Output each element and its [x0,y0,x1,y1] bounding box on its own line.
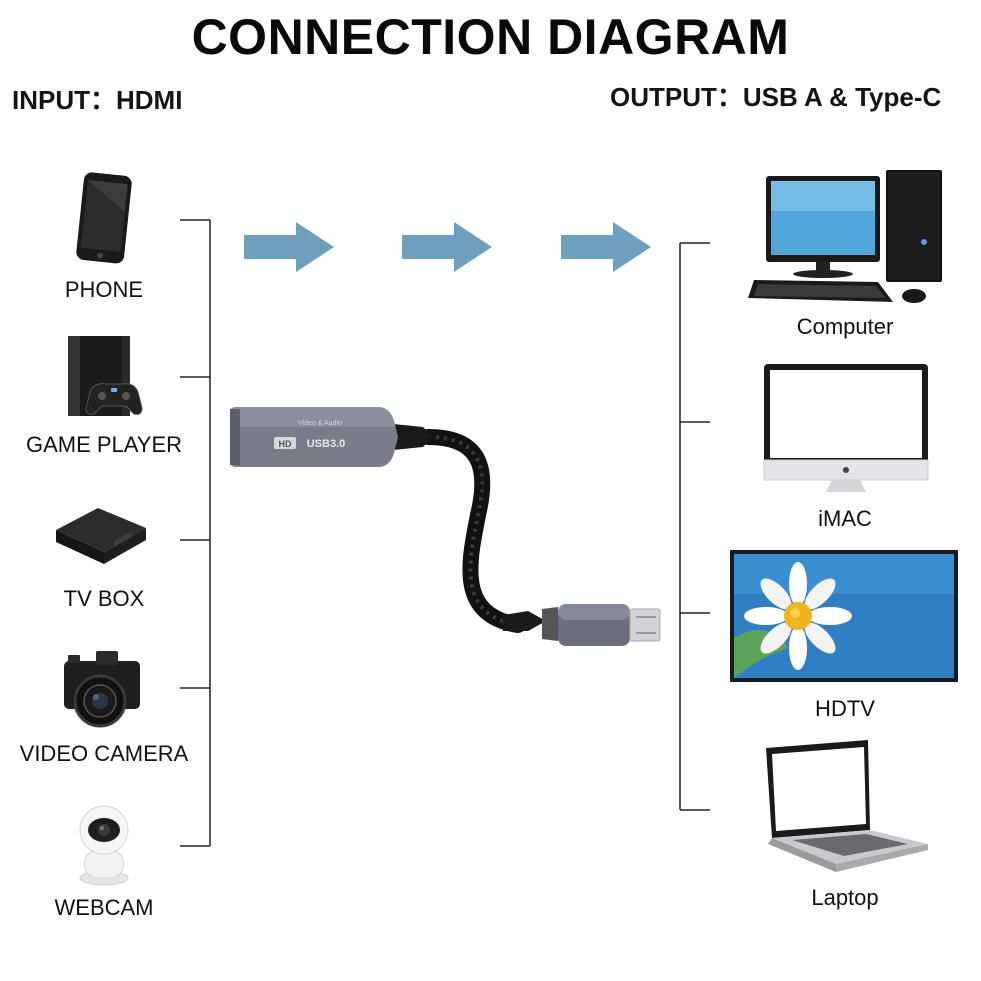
device-label: PHONE [64,277,144,302]
flow-arrow-icon [561,222,651,272]
phone-icon [76,172,132,264]
adapter-badge-text: HD [279,439,292,449]
adapter-print-main: USB3.0 [307,438,346,450]
imac-icon [763,364,929,492]
output-label: OUTPUT：USB A & Type-C [610,82,942,112]
game-console-icon [68,336,143,416]
hdmi-capture-adapter-icon: HD USB3.0 Video & Audio [230,407,661,646]
device-label: Computer [796,314,894,339]
diagram-title: CONNECTION DIAGRAM [191,9,790,65]
camera-icon [64,651,140,728]
device-label: VIDEO CAMERA [19,741,189,766]
device-label: Laptop [811,885,879,910]
input-label: INPUT：HDMI [12,85,183,115]
desktop-computer-icon [748,170,942,303]
device-label: GAME PLAYER [25,432,183,457]
laptop-icon [766,740,928,872]
flow-arrow-icon [402,222,492,272]
hdtv-icon [730,550,958,682]
device-label: HDTV [815,696,875,721]
webcam-icon [79,805,129,886]
device-label: TV BOX [63,586,145,611]
device-label: WEBCAM [54,895,154,920]
adapter-badge [274,437,296,449]
tv-box-icon [56,508,146,564]
flow-arrow-icon [244,222,334,272]
device-label: iMAC [818,506,872,531]
adapter-print-small: Video & Audio [298,420,342,427]
